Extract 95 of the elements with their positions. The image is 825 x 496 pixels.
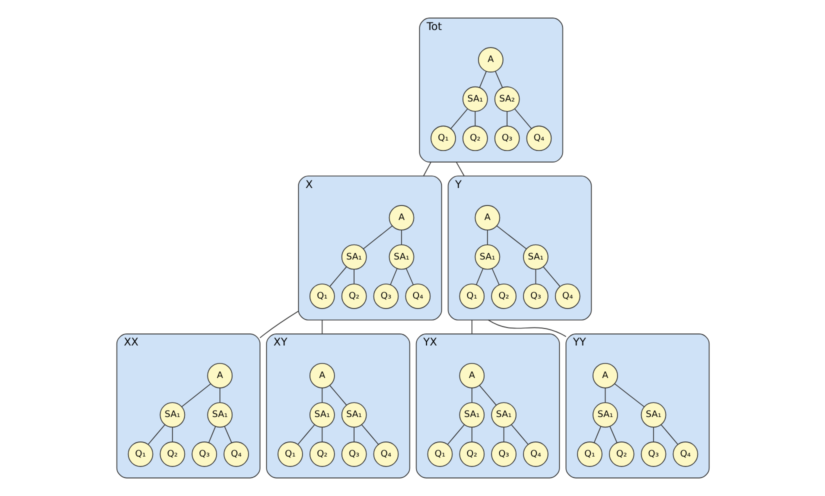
connector — [514, 108, 532, 129]
connector — [478, 385, 496, 406]
connector — [147, 424, 165, 445]
node-circle: SA₁ — [340, 244, 366, 270]
connector — [502, 426, 504, 442]
node-circle: A — [388, 205, 414, 230]
connector — [604, 388, 606, 403]
node-circle: SA₁ — [592, 402, 618, 428]
node-circle: Q₄ — [522, 442, 548, 467]
connector — [180, 383, 210, 408]
node-circle: SA₁ — [462, 86, 488, 112]
connector — [328, 266, 346, 287]
node-circle: Q₃ — [340, 442, 366, 467]
connector — [660, 424, 678, 445]
connector — [471, 320, 472, 334]
node-circle: Q₄ — [554, 284, 580, 309]
connector — [362, 226, 392, 250]
node-circle: Q₁ — [127, 442, 153, 467]
connector — [400, 230, 402, 245]
node-circle: Q₂ — [340, 284, 366, 309]
node-circle: A — [474, 205, 500, 230]
connector — [329, 385, 346, 406]
node-circle: A — [592, 362, 618, 388]
node-circle: A — [206, 362, 232, 388]
connector — [652, 426, 654, 442]
connector — [614, 383, 644, 408]
node-circle: Q₁ — [576, 442, 602, 467]
node-circle: Q₄ — [672, 442, 698, 467]
node-circle: Q₃ — [494, 126, 520, 152]
connector — [471, 426, 472, 442]
node-circle: SA₁ — [309, 402, 334, 428]
node-circle: Q₂ — [462, 126, 488, 152]
connector — [491, 268, 500, 286]
node-circle: Q₁ — [309, 284, 334, 309]
node-circle: Q₂ — [159, 442, 185, 467]
node-circle: Q₄ — [526, 126, 552, 152]
node-circle: SA₁ — [522, 244, 548, 270]
connector — [593, 426, 601, 443]
node-circle: Q₂ — [608, 442, 634, 467]
node-circle: SA₁ — [340, 402, 366, 428]
connector — [360, 424, 378, 445]
connector — [455, 162, 464, 176]
connector — [474, 111, 476, 126]
node-circle: A — [458, 362, 484, 388]
connector — [219, 388, 220, 403]
node-circle: SA₁ — [458, 402, 484, 428]
node-circle: Q₃ — [490, 442, 516, 467]
node-circle: Q₂ — [309, 442, 334, 467]
connector — [471, 388, 472, 403]
connector — [297, 424, 314, 445]
node-circle: Q₂ — [458, 442, 484, 467]
node-circle: SA₁ — [640, 402, 666, 428]
connector — [510, 424, 528, 445]
connector — [446, 424, 464, 445]
node-circle: SA₁ — [490, 402, 516, 428]
connector — [496, 225, 526, 250]
connector — [534, 268, 536, 284]
node-circle: A — [309, 362, 334, 388]
node-circle: SA₁ — [388, 244, 414, 270]
connector — [506, 111, 507, 126]
node-circle: A — [478, 47, 503, 72]
connector — [390, 268, 398, 286]
node-circle: SA₁ — [159, 402, 185, 428]
connector — [494, 70, 502, 88]
connector — [486, 230, 488, 245]
connector — [208, 426, 216, 443]
connector — [321, 320, 322, 334]
node-circle: Q₄ — [404, 284, 430, 309]
connector — [542, 266, 560, 287]
connector — [450, 108, 468, 129]
node-circle: SA₁ — [206, 402, 232, 428]
connector — [405, 268, 414, 286]
node-circle: Q₃ — [372, 284, 398, 309]
node-circle: Q₁ — [458, 284, 484, 309]
node-circle: SA₂ — [494, 86, 520, 112]
node-circle: Q₃ — [522, 284, 548, 309]
node-circle: Q₃ — [640, 442, 666, 467]
connector — [353, 268, 354, 284]
connector — [321, 388, 322, 403]
node-circle: SA₁ — [474, 244, 500, 270]
node-circle: Q₂ — [490, 284, 516, 309]
node-circle: Q₁ — [277, 442, 302, 467]
connector — [259, 310, 298, 338]
connector — [321, 426, 322, 442]
node-circle: Q₁ — [430, 126, 456, 152]
node-circle: Q₁ — [426, 442, 452, 467]
node-circle: Q₄ — [223, 442, 248, 467]
connector — [353, 426, 354, 442]
connector — [475, 268, 483, 286]
connector — [422, 162, 431, 176]
connector — [609, 426, 617, 444]
connector — [224, 426, 232, 444]
connector — [478, 70, 486, 88]
node-circle: Q₄ — [372, 442, 398, 467]
node-circle: Q₃ — [191, 442, 217, 467]
